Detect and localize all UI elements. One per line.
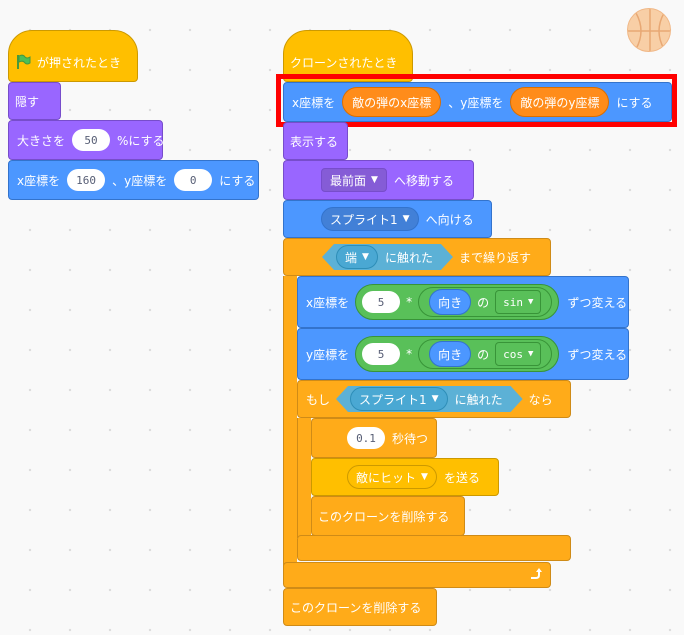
goto-xy-reporter-block[interactable]: x座標を 敵の弾のx座標 、y座標を 敵の弾のy座標 にする (283, 82, 672, 122)
layer-option: 最前面 (330, 173, 367, 188)
when-clone-start-hat[interactable]: クローンされたとき (283, 30, 413, 82)
point-towards-block[interactable]: スプライト1 ▼ へ向ける (283, 200, 492, 238)
set-size-block[interactable]: 大きさを 50 %にする (8, 120, 165, 160)
touching-dropdown[interactable]: スプライト1 ▼ (350, 387, 448, 411)
dropdown-caret-icon: ▼ (528, 297, 534, 307)
when-flag-clicked-hat[interactable]: が押されたとき (8, 30, 138, 82)
goto-y-prefix: 、y座標を (448, 95, 504, 110)
change-y-block[interactable]: y座標を 5 * 向き の cos ▼ ずつ変える (297, 328, 629, 380)
basketball-sprite-icon[interactable] (627, 8, 671, 52)
hide-label: 隠す (15, 94, 40, 109)
change-x-block[interactable]: x座標を 5 * 向き の sin ▼ ずつ変える (297, 276, 629, 328)
math-function-option: sin (503, 295, 524, 309)
set-size-suffix: %にする (117, 133, 165, 148)
of-label: の (477, 347, 490, 362)
goto-suffix: にする (219, 173, 256, 188)
dropdown-caret-icon: ▼ (431, 394, 439, 404)
y-input[interactable]: 0 (174, 169, 213, 191)
repeat-until-block[interactable]: 端 ▼ に触れた まで繰り返す (283, 238, 551, 276)
wait-seconds-input[interactable]: 0.1 (347, 427, 385, 449)
math-function-dropdown[interactable]: cos ▼ (495, 342, 542, 366)
go-to-layer-block[interactable]: 最前面 ▼ へ移動する (283, 160, 474, 200)
set-size-prefix: 大きさを (17, 133, 66, 148)
layer-suffix: へ移動する (393, 173, 454, 188)
broadcast-option: 敵にヒット (356, 470, 417, 485)
touching-label: に触れた (384, 250, 433, 265)
touching-label: に触れた (454, 392, 503, 407)
multiply-symbol: * (406, 295, 413, 309)
repeat-arrow-icon (528, 567, 542, 584)
broadcast-dropdown[interactable]: 敵にヒット ▼ (347, 465, 437, 489)
repeat-until-foot (283, 562, 551, 588)
direction-reporter[interactable]: 向き (429, 341, 472, 367)
math-function-option: cos (503, 347, 524, 361)
highlight-box (276, 74, 677, 127)
goto-x-prefix: x座標を (17, 173, 61, 188)
touching-dropdown[interactable]: 端 ▼ (336, 245, 378, 269)
delete-clone-block[interactable]: このクローンを削除する (283, 588, 437, 626)
change-x-prefix: x座標を (306, 295, 350, 310)
multiply-symbol: * (406, 347, 413, 361)
broadcast-block[interactable]: 敵にヒット ▼ を送る (311, 458, 499, 496)
multiply-operator[interactable]: 5 * 向き の sin ▼ (355, 284, 560, 320)
if-suffix: なら (528, 392, 553, 407)
math-of-operator[interactable]: 向き の cos ▼ (418, 339, 553, 369)
dropdown-caret-icon: ▼ (402, 214, 410, 224)
dropdown-caret-icon: ▼ (528, 349, 534, 359)
math-function-dropdown[interactable]: sin ▼ (495, 290, 542, 314)
repeat-until-arm (283, 276, 297, 568)
math-of-operator[interactable]: 向き の sin ▼ (418, 287, 553, 317)
size-input[interactable]: 50 (72, 129, 111, 151)
dropdown-caret-icon: ▼ (421, 472, 428, 482)
wait-block[interactable]: 0.1 秒待つ (311, 418, 437, 458)
if-block[interactable]: もし スプライト1 ▼ に触れた なら (297, 380, 571, 418)
delete-clone-inner-block[interactable]: このクローンを削除する (311, 496, 465, 536)
show-block[interactable]: 表示する (283, 122, 348, 160)
delete-clone-label: このクローンを削除する (290, 600, 422, 615)
if-arm (297, 418, 311, 538)
change-x-suffix: ずつ変える (567, 295, 628, 310)
clone-hat-label: クローンされたとき (290, 55, 398, 70)
green-flag-icon (15, 54, 31, 70)
hat-label: が押されたとき (37, 55, 122, 70)
show-label: 表示する (290, 134, 339, 149)
goto-x-prefix: x座標を (292, 95, 336, 110)
touching-option: 端 (345, 250, 358, 265)
touching-edge-condition[interactable]: 端 ▼ に触れた (322, 244, 453, 270)
goto-y-prefix: 、y座標を (112, 173, 168, 188)
enemy-bullet-x-reporter[interactable]: 敵の弾のx座標 (342, 87, 442, 117)
multiply-operator[interactable]: 5 * 向き の cos ▼ (355, 336, 560, 372)
broadcast-suffix: を送る (443, 470, 480, 485)
x-input[interactable]: 160 (67, 169, 106, 191)
if-prefix: もし (306, 392, 331, 407)
change-y-suffix: ずつ変える (567, 347, 628, 362)
touching-sprite-condition[interactable]: スプライト1 ▼ に触れた (336, 386, 523, 412)
point-option: スプライト1 (330, 212, 398, 227)
goto-suffix: にする (616, 95, 653, 110)
touching-option: スプライト1 (359, 392, 427, 407)
repeat-until-suffix: まで繰り返す (458, 250, 531, 265)
delete-clone-label: このクローンを削除する (318, 509, 450, 524)
change-y-prefix: y座標を (306, 347, 350, 362)
dropdown-caret-icon: ▼ (371, 175, 378, 185)
enemy-bullet-y-reporter[interactable]: 敵の弾のy座標 (510, 87, 610, 117)
goto-xy-block[interactable]: x座標を 160 、y座標を 0 にする (8, 160, 259, 200)
direction-reporter[interactable]: 向き (429, 289, 472, 315)
multiply-left-input[interactable]: 5 (362, 343, 401, 365)
point-suffix: へ向ける (425, 212, 474, 227)
point-towards-dropdown[interactable]: スプライト1 ▼ (321, 207, 419, 231)
multiply-left-input[interactable]: 5 (362, 291, 401, 313)
wait-suffix: 秒待つ (392, 431, 429, 446)
if-foot (297, 535, 571, 561)
hide-block[interactable]: 隠す (8, 82, 61, 120)
of-label: の (477, 295, 490, 310)
dropdown-caret-icon: ▼ (362, 252, 369, 262)
layer-dropdown[interactable]: 最前面 ▼ (321, 168, 387, 192)
